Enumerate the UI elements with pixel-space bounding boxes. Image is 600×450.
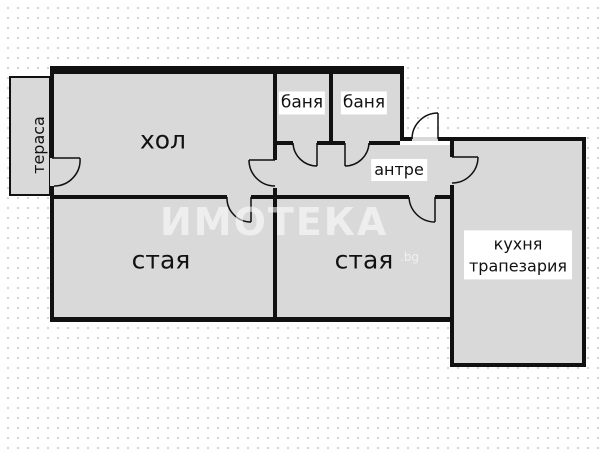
room-label-terasa: тераса — [29, 116, 48, 174]
door-openings — [50, 137, 454, 199]
room-label-banya-1: баня — [278, 91, 326, 115]
door-banya-2 — [344, 142, 370, 167]
door-terasa — [52, 157, 81, 187]
door-staya-2 — [408, 196, 436, 223]
room-label-banya-2: баня — [340, 91, 388, 115]
room-antre — [277, 145, 454, 195]
door-entrance — [411, 112, 439, 140]
door-banya-1 — [292, 142, 318, 167]
door-staya-1 — [226, 196, 252, 223]
room-label-kitchen-line-2: трапезария — [468, 256, 568, 275]
room-label-antre: антре — [371, 159, 427, 181]
room-label-kitchen-line-1: кухня — [493, 234, 543, 254]
watermark: ИМОТЕКА — [160, 200, 389, 244]
room-label-staya-2: стая — [334, 245, 394, 275]
room-terasa — [9, 76, 51, 196]
room-hol — [54, 74, 273, 195]
room-label-hol: хол — [139, 125, 187, 155]
watermark-domain: .bg — [400, 250, 420, 264]
walls — [50, 66, 586, 367]
door-hol — [248, 159, 276, 187]
door-kitchen — [451, 156, 479, 184]
room-staya-1 — [54, 199, 273, 317]
room-label-kitchen: кухня трапезария — [463, 230, 573, 280]
door-swings — [52, 112, 479, 223]
room-label-staya-1: стая — [131, 245, 191, 275]
